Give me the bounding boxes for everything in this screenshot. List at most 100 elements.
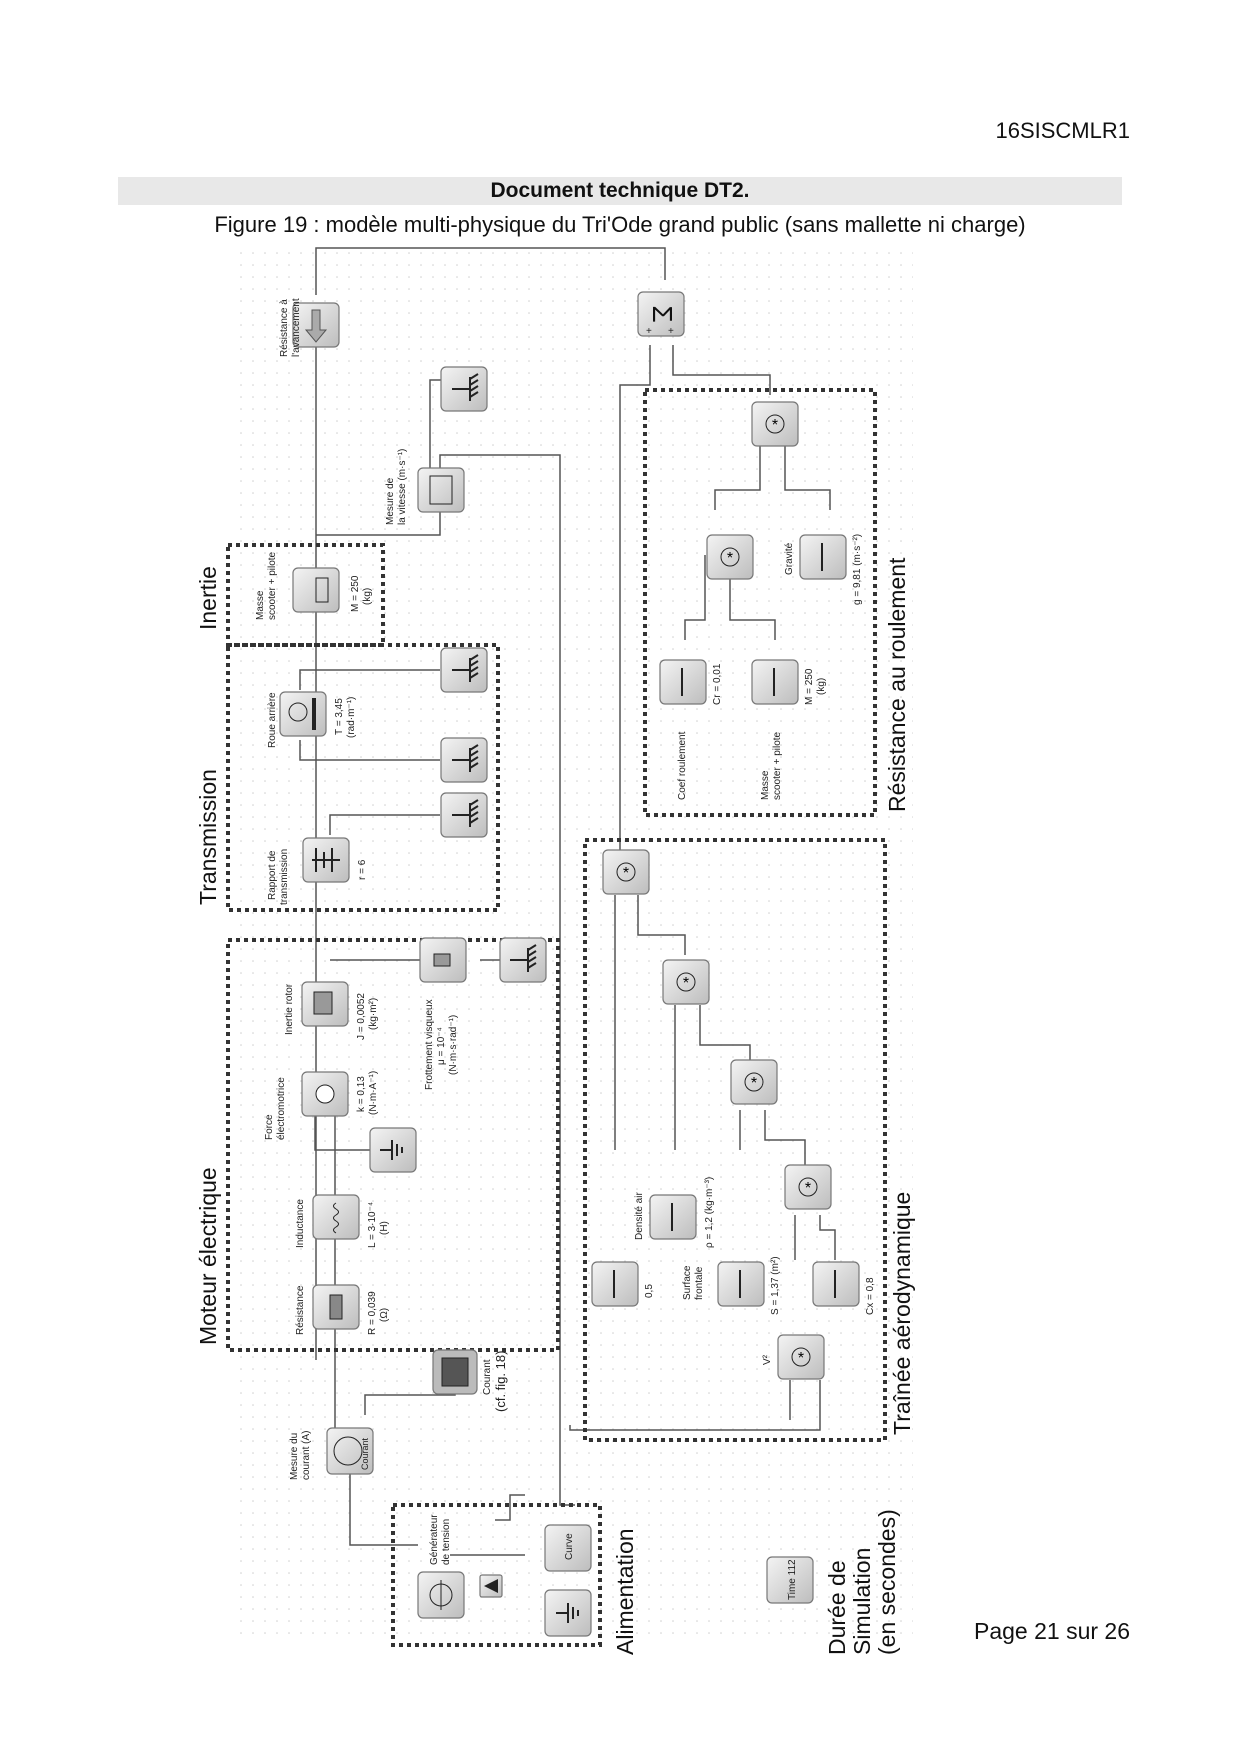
svg-text:J = 0,0052: J = 0,0052 — [356, 993, 367, 1040]
block-coef-roulement[interactable]: Coef roulement Cr = 0,01 — [659, 659, 723, 800]
zone-label-roulement: Résistance au roulement — [884, 557, 910, 812]
svg-text:*: * — [683, 975, 689, 992]
electrical-ground-alim[interactable] — [544, 1589, 592, 1637]
coil-icon — [333, 1202, 339, 1234]
svg-text:de tension: de tension — [441, 1519, 452, 1565]
mechanical-ground-icon — [452, 799, 479, 827]
block-masse-roulement[interactable]: Masse scooter + pilote M = 250 (kg) — [751, 659, 827, 800]
duree-label-3: (en secondes) — [874, 1509, 900, 1655]
motor-icon — [315, 1084, 335, 1104]
svg-text:Masse: Masse — [255, 590, 266, 620]
svg-text:+: + — [668, 326, 674, 337]
svg-text:frontale: frontale — [694, 1266, 705, 1300]
block-force-electromotrice[interactable]: Force électromotrice k = 0,13 (N·m·A⁻¹) — [264, 1071, 379, 1140]
ground-transmission-3[interactable] — [440, 792, 488, 838]
svg-text:Inertie rotor: Inertie rotor — [284, 983, 295, 1035]
block-resistance[interactable]: Résistance R = 0,039 (Ω) — [295, 1284, 390, 1335]
block-surface-frontale[interactable]: Surface frontale S = 1,37 (m²) — [682, 1256, 781, 1315]
duree-label-1: Durée de — [824, 1560, 850, 1655]
zone-label-alimentation: Alimentation — [612, 1528, 638, 1655]
zone-alimentation — [391, 1503, 602, 1647]
svg-text:Inductance: Inductance — [295, 1199, 306, 1248]
zone-moteur — [226, 938, 560, 1352]
block-mesure-courant[interactable]: Courant Mesure du courant (A) — [289, 1427, 374, 1480]
grid-background — [233, 245, 913, 1640]
multiply-icon — [720, 547, 740, 567]
svg-text:*: * — [727, 550, 733, 567]
duree-label-2: Simulation — [849, 1548, 875, 1655]
svg-text:+: + — [646, 326, 652, 337]
mechanical-ground-icon — [452, 744, 479, 772]
multiply-icon — [616, 862, 636, 882]
speed-sensor-icon — [429, 475, 453, 505]
mechanical-ground-icon — [452, 654, 479, 682]
block-multiply-trainee-1[interactable]: * — [602, 849, 650, 895]
ground-speed[interactable] — [440, 366, 488, 412]
block-multiply-roulement-top[interactable]: * — [751, 401, 799, 447]
electrical-ground-motor[interactable] — [369, 1127, 417, 1173]
block-resistance-avancement[interactable]: Résistance à l'avancement — [279, 298, 340, 357]
svg-text:L = 3·10⁻⁴: L = 3·10⁻⁴ — [367, 1202, 378, 1248]
block-multiply-trainee-2[interactable]: * — [662, 959, 710, 1005]
svg-text:Surface: Surface — [682, 1265, 693, 1300]
block-generateur-tension[interactable]: Générateur de tension — [417, 1514, 465, 1619]
svg-text:μ = 10⁻⁴: μ = 10⁻⁴ — [436, 1027, 447, 1065]
svg-text:*: * — [798, 1350, 804, 1367]
ground-transmission-1[interactable] — [440, 647, 488, 693]
zone-inertie — [226, 543, 385, 647]
multiply-icon — [676, 972, 696, 992]
block-constant-half[interactable]: 0,5 — [591, 1261, 655, 1307]
svg-text:Gravité: Gravité — [784, 542, 795, 575]
zone-label-inertie: Inertie — [195, 566, 221, 630]
svg-text:la vitesse (m·s⁻¹): la vitesse (m·s⁻¹) — [397, 449, 408, 525]
damper-icon — [433, 953, 451, 967]
ground-frottement[interactable] — [499, 937, 547, 983]
block-multiply-trainee-4[interactable]: * — [784, 1164, 832, 1210]
svg-text:R = 0,039: R = 0,039 — [367, 1291, 378, 1335]
block-mesure-vitesse[interactable]: Mesure de la vitesse (m·s⁻¹) — [385, 449, 465, 525]
block-frottement-visqueux[interactable]: Frottement visqueux μ = 10⁻⁴ (N·m·s·rad⁻… — [419, 937, 467, 1090]
block-v2[interactable]: * V² — [762, 1334, 825, 1380]
block-multiply-roulement-mid[interactable]: * — [706, 534, 754, 580]
block-sum[interactable]: Σ + + — [637, 291, 685, 337]
block-masse[interactable]: Masse scooter + pilote M = 250 (kg) — [255, 551, 373, 620]
block-courant-scope[interactable]: Courant (cf. fig. 18) — [432, 1349, 508, 1412]
svg-text:*: * — [623, 865, 629, 882]
svg-text:scooter + pilote: scooter + pilote — [267, 551, 278, 620]
ground-transmission-2[interactable] — [440, 737, 488, 783]
scope-icon — [441, 1357, 469, 1387]
svg-text:Densité air: Densité air — [634, 1192, 645, 1240]
block-time[interactable]: Time 112 — [766, 1556, 814, 1604]
sum-icon: Σ — [647, 305, 678, 322]
mechanical-ground-icon — [510, 944, 537, 972]
block-gravite[interactable]: Gravité g = 9,81 (m·s⁻²) — [784, 534, 863, 605]
svg-text:scooter + pilote: scooter + pilote — [772, 731, 783, 800]
block-curve[interactable]: Curve — [544, 1524, 592, 1572]
document-title: Document technique DT2. — [118, 177, 1122, 205]
electrical-ground-icon — [556, 1603, 579, 1623]
block-cx[interactable]: Cx = 0,8 — [812, 1261, 876, 1315]
svg-text:Force: Force — [264, 1114, 275, 1140]
figure-caption: Figure 19 : modèle multi-physique du Tri… — [214, 212, 1026, 237]
svg-text:Rapport de: Rapport de — [267, 850, 278, 900]
svg-text:S = 1,37 (m²): S = 1,37 (m²) — [770, 1256, 781, 1315]
svg-text:V²: V² — [762, 1354, 773, 1365]
svg-text:Curve: Curve — [564, 1533, 575, 1560]
svg-text:Mesure de: Mesure de — [385, 477, 396, 525]
block-inductance[interactable]: Inductance L = 3·10⁻⁴ (H) — [295, 1194, 390, 1248]
block-inertie-rotor[interactable]: Inertie rotor J = 0,0052 (kg·m²) — [284, 981, 379, 1040]
svg-text:*: * — [772, 417, 778, 434]
multiply-icon — [765, 414, 785, 434]
svg-text:M = 250: M = 250 — [350, 575, 361, 612]
svg-text:Générateur: Générateur — [429, 1514, 440, 1565]
svg-text:Résistance: Résistance — [295, 1285, 306, 1335]
block-multiply-trainee-3[interactable]: * — [730, 1059, 778, 1105]
block-densite-air[interactable]: Densité air ρ = 1,2 (kg·m⁻³) — [634, 1177, 715, 1248]
svg-text:électromotrice: électromotrice — [276, 1077, 287, 1140]
svg-text:Mesure du: Mesure du — [289, 1433, 300, 1480]
svg-text:*: * — [805, 1180, 811, 1197]
block-rapport-transmission[interactable]: Rapport de transmission r = 6 — [267, 837, 368, 905]
gain-block[interactable] — [479, 1574, 503, 1598]
block-roue-arriere[interactable]: Roue arrière T = 3,45 (rad·m⁻¹) — [267, 691, 357, 748]
